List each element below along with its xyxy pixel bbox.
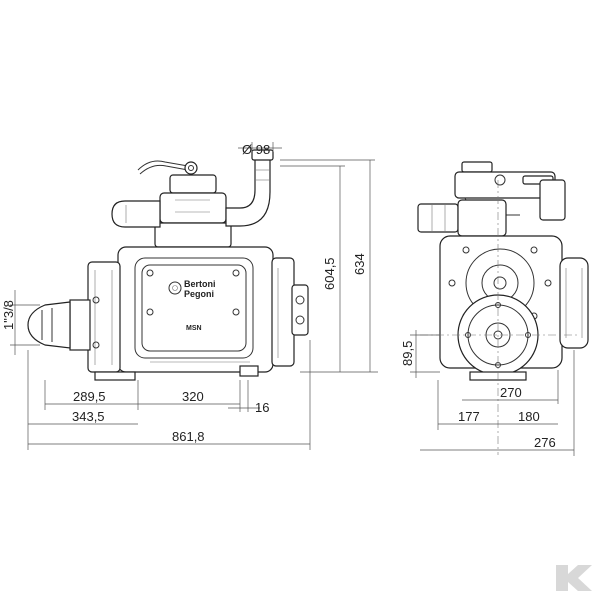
front-view: 89,5 270 177 180 276 [400,161,589,456]
pump-body [117,246,274,373]
dim-width-180: 180 [518,409,540,424]
valve-block [154,174,232,248]
dim-shaft-size: 1"3/8 [1,300,16,330]
outlet-pipe [225,149,274,227]
dim-shaft-height: 89,5 [400,341,415,366]
model-label: MSN [186,325,202,332]
dim-289: 289,5 [73,389,106,404]
base-feet [94,365,259,381]
watermark-logo [556,565,592,591]
dim-16: 16 [255,400,269,415]
dim-width-177: 177 [458,409,480,424]
front-valve [454,161,566,221]
dim-320: 320 [182,389,204,404]
brand-line-1: Bertoni [184,279,216,289]
brand-plate: Bertoni Pegoni MSN [168,279,216,332]
side-dimension-lines [10,142,378,450]
front-accumulator [559,257,589,349]
right-gearbox [271,257,309,367]
left-pipe [111,200,161,228]
dim-343: 343,5 [72,409,105,424]
dim-height-outlet: 604,5 [322,257,337,290]
dim-height-total: 634 [352,253,367,275]
dim-width-276: 276 [534,435,556,450]
dim-total-length: 861,8 [172,429,205,444]
dim-pipe-diameter: Ø 98 [242,142,270,157]
side-view: Bertoni Pegoni MSN [1,142,378,450]
brand-line-2: Pegoni [184,289,214,299]
valve-handle [137,160,198,175]
dim-width-270: 270 [500,385,522,400]
drive-end [27,261,121,373]
front-centre-lines [420,180,580,455]
front-dimension-lines [410,330,575,456]
front-inlet-pipe [417,199,507,237]
